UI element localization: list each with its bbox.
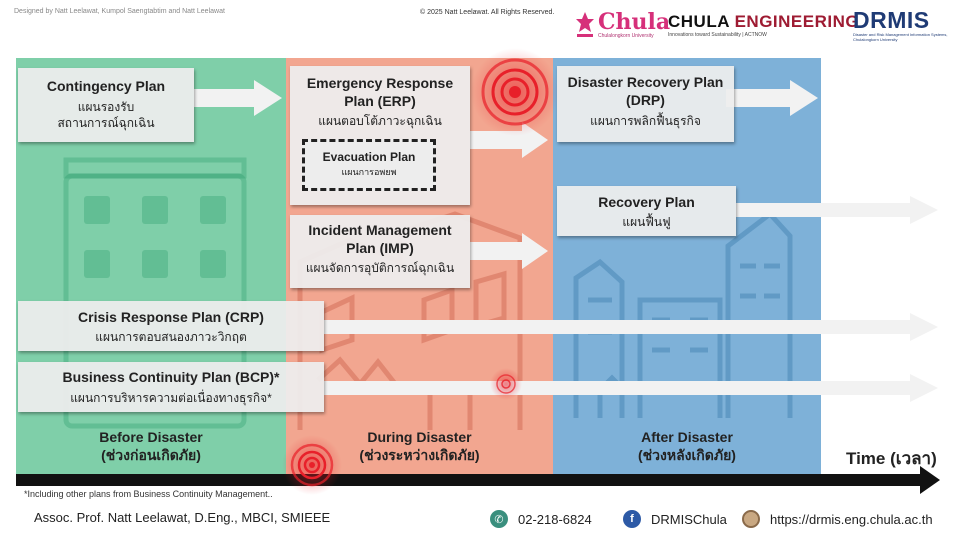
drp-thai: แผนการพลิกฟื้นธุรกิจ <box>590 114 701 128</box>
erp-title-1: Emergency Response <box>306 75 454 91</box>
footer-author: Assoc. Prof. Natt Leelawat, D.Eng., MBCI… <box>34 510 331 525</box>
timeline-alert-icon <box>282 435 342 495</box>
chula-crest-icon <box>576 12 594 37</box>
crp-card: Crisis Response Plan (CRP) แผนการตอบสนอง… <box>18 301 324 351</box>
evacuation-plan-thai: แผนการอพยพ <box>341 167 397 177</box>
chula-logo-text: Chula <box>598 9 671 35</box>
eng-logo-text-a: CHULA <box>668 11 735 31</box>
footer-phone: ✆ 02-218-6824 <box>490 510 592 528</box>
footer-website: https://drmis.eng.chula.ac.th <box>742 510 933 528</box>
after-disaster-thai: (ช่วงหลังเกิดภัย) <box>638 447 736 463</box>
footer-website-text: https://drmis.eng.chula.ac.th <box>770 511 933 527</box>
before-disaster-label: Before Disaster (ช่วงก่อนเกิดภัย) <box>16 428 286 464</box>
bcp-card: Business Continuity Plan (BCP)* แผนการบร… <box>18 362 324 412</box>
engineering-logo: CHULA ENGINEERING Innovations toward Sus… <box>668 6 859 44</box>
evacuation-plan-title: Evacuation Plan <box>322 150 416 164</box>
imp-title-2: Plan (IMP) <box>346 240 414 256</box>
before-disaster-thai: (ช่วงก่อนเกิดภัย) <box>101 447 201 463</box>
erp-title-2: Plan (ERP) <box>344 93 416 109</box>
after-disaster-title: After Disaster <box>641 429 733 445</box>
copyright-text: © 2025 Natt Leelawat. All Rights Reserve… <box>420 9 555 16</box>
evacuation-plan-card: Evacuation Plan แผนการอพยพ <box>302 139 436 191</box>
credit-text: Designed by Natt Leelawat, Kumpol Saengt… <box>14 8 225 15</box>
time-axis-label: Time (เวลา) <box>846 449 937 468</box>
during-disaster-label: During Disaster (ช่วงระหว่างเกิดภัย) <box>286 428 553 464</box>
footnote: *Including other plans from Business Con… <box>24 489 273 499</box>
imp-card: Incident Management Plan (IMP) แผนจัดการ… <box>290 215 470 288</box>
bcp-thai: แผนการบริหารความต่อเนื่องทางธุรกิจ* <box>70 391 272 405</box>
disaster-alert-icon <box>471 48 559 136</box>
crp-thai: แผนการตอบสนองภาวะวิกฤต <box>95 330 247 344</box>
during-disaster-thai: (ช่วงระหว่างเกิดภัย) <box>359 447 480 463</box>
imp-thai: แผนจัดการอุบัติการณ์ฉุกเฉิน <box>305 261 455 275</box>
recovery-plan-card: Recovery Plan แผนฟื้นฟู <box>557 186 736 236</box>
chula-logo: Chula Chulalongkorn University <box>574 6 670 44</box>
phone-icon: ✆ <box>490 510 508 528</box>
contingency-plan-thai-1: แผนรองรับ <box>77 100 135 114</box>
facebook-icon: f <box>623 510 641 528</box>
drp-title-2: (DRP) <box>626 92 665 108</box>
crp-title: Crisis Response Plan (CRP) <box>78 309 264 325</box>
drp-card: Disaster Recovery Plan (DRP) แผนการพลิกฟ… <box>557 66 734 142</box>
website-icon <box>742 510 760 528</box>
imp-arrow <box>470 233 548 269</box>
erp-thai: แผนตอบโต้ภาวะฉุกเฉิน <box>318 114 442 128</box>
bcp-arrow <box>324 374 938 402</box>
recovery-plan-thai: แผนฟื้นฟู <box>622 215 671 229</box>
after-disaster-label: After Disaster (ช่วงหลังเกิดภัย) <box>553 428 821 464</box>
drmis-logo: DRMIS Disaster and Risk Management Infor… <box>853 6 960 44</box>
during-disaster-title: During Disaster <box>367 429 472 445</box>
recovery-plan-title: Recovery Plan <box>598 194 695 210</box>
contingency-arrow <box>194 80 282 116</box>
drmis-logo-text: DRMIS <box>853 6 930 33</box>
bcp-title: Business Continuity Plan (BCP)* <box>62 369 280 385</box>
small-alert-icon <box>490 368 522 400</box>
time-axis <box>16 466 940 494</box>
eng-logo-sub: Innovations toward Sustainability | ACTN… <box>668 31 767 38</box>
before-disaster-title: Before Disaster <box>99 429 203 445</box>
eng-logo-text-b: ENGINEERING <box>734 11 860 31</box>
crp-arrow <box>324 313 938 341</box>
recovery-arrow <box>736 196 938 224</box>
contingency-plan-title: Contingency Plan <box>46 78 166 94</box>
contingency-plan-card: Contingency Plan แผนรองรับ สถานการณ์ฉุกเ… <box>18 68 194 142</box>
footer-facebook: f DRMISChula <box>623 510 727 528</box>
footer-phone-text: 02-218-6824 <box>518 511 592 527</box>
building-icon <box>63 157 247 429</box>
drmis-logo-sub: Disaster and Risk Management Information… <box>853 31 948 42</box>
drp-arrow <box>726 80 818 116</box>
drp-title-1: Disaster Recovery Plan <box>567 74 724 90</box>
footer-facebook-text: DRMISChula <box>651 511 727 527</box>
chula-logo-sub: Chulalongkorn University <box>598 33 654 39</box>
imp-title-1: Incident Management <box>308 222 452 238</box>
contingency-plan-thai-2: สถานการณ์ฉุกเฉิน <box>57 116 155 130</box>
